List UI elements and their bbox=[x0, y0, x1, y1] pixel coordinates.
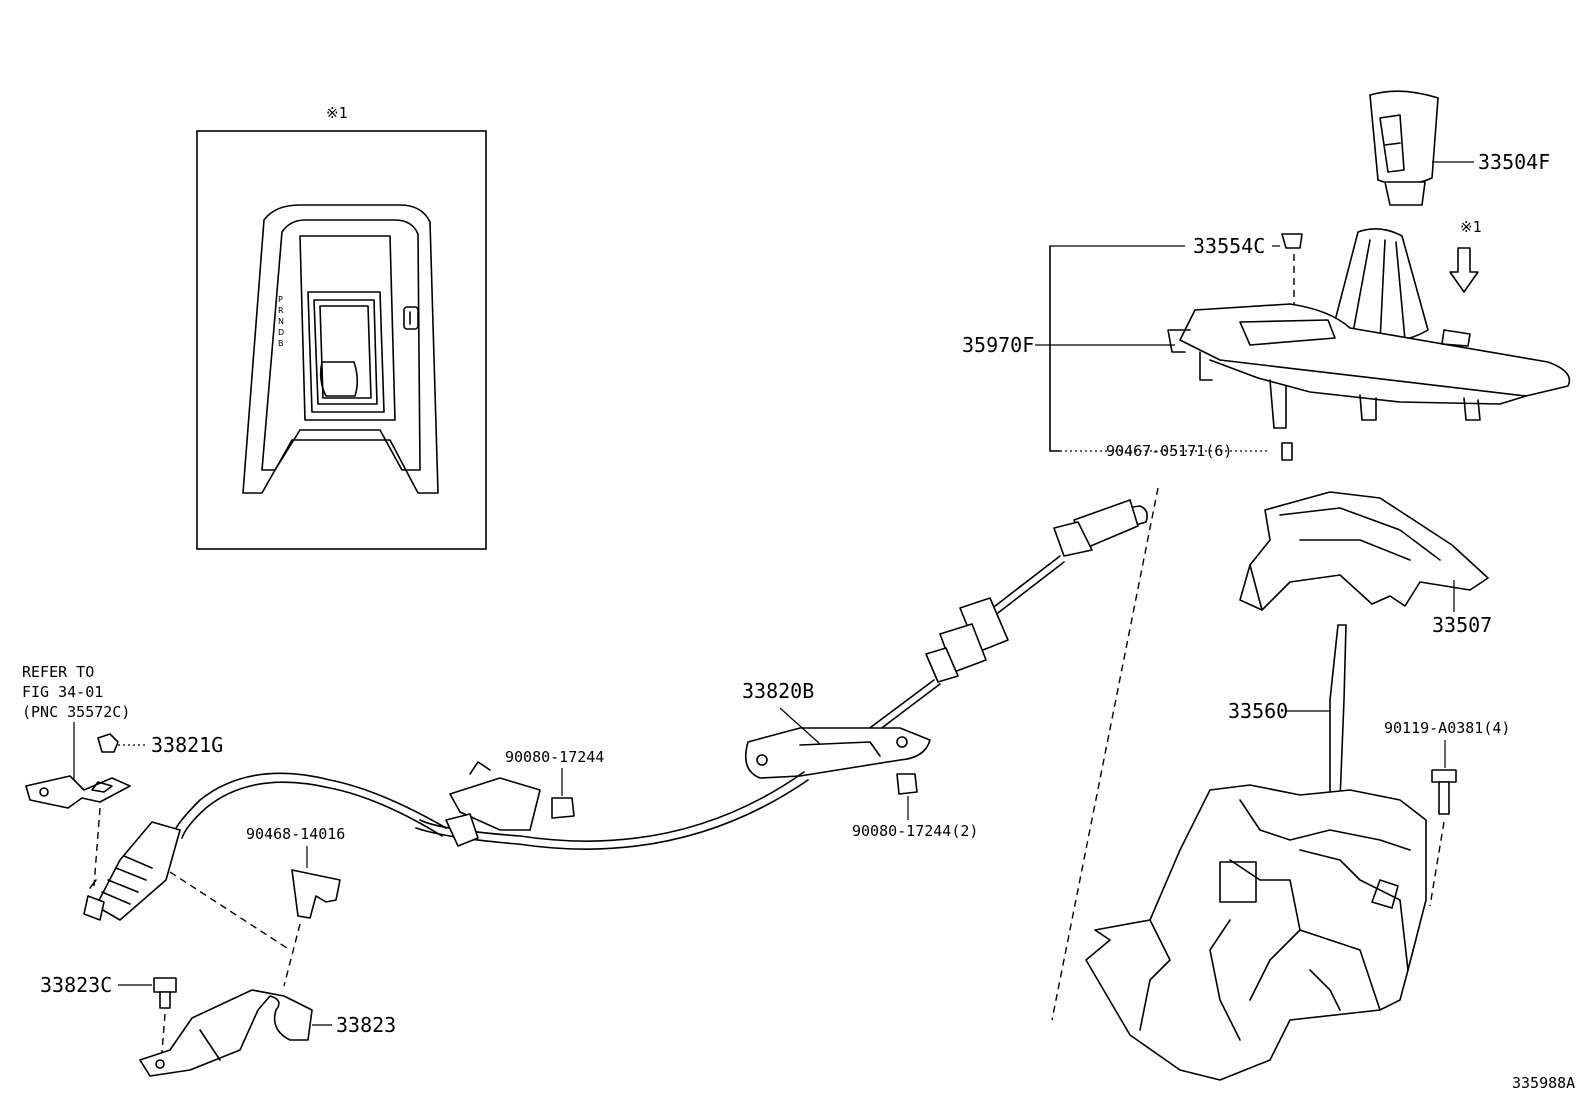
inset-view: ※1 P R N D B bbox=[196, 104, 487, 550]
refer-line-2: FIG 34-01 bbox=[22, 683, 103, 701]
label-33823C: 33823C bbox=[40, 973, 112, 997]
gear-letter-r: R bbox=[278, 306, 284, 315]
gear-letter-d: D bbox=[278, 328, 284, 337]
part-33504F: 33504F bbox=[1369, 90, 1550, 206]
part-35572C-bracket bbox=[25, 775, 131, 887]
boot-leader bbox=[169, 871, 291, 951]
shift-panel-illustration: P R N D B bbox=[242, 204, 439, 494]
part-33507: 33507 bbox=[1239, 491, 1492, 637]
label-90467-05171: 90467-05171(6) bbox=[1106, 442, 1232, 460]
label-33507: 33507 bbox=[1432, 613, 1492, 637]
refer-note: REFER TO FIG 34-01 (PNC 35572C) bbox=[22, 663, 130, 780]
refer-line-3: (PNC 35572C) bbox=[22, 703, 130, 721]
label-90119-A0381: 90119-A0381(4) bbox=[1384, 719, 1510, 737]
part-35970F: 33554C 35970F 90467-05171(6) bbox=[962, 228, 1571, 461]
inset-frame bbox=[196, 130, 487, 550]
diagram-id: 335988A bbox=[1512, 1074, 1575, 1092]
refer-line-1: REFER TO bbox=[22, 663, 94, 681]
part-33823C: 33823C bbox=[40, 973, 177, 1053]
part-33823: 33823 bbox=[139, 989, 396, 1077]
gear-letter-p: P bbox=[278, 295, 283, 304]
label-33504F: 33504F bbox=[1478, 150, 1550, 174]
part-33820B: 33820B bbox=[83, 499, 1148, 921]
label-35970F: 35970F bbox=[962, 333, 1034, 357]
part-90080-17244: 90080-17244 bbox=[505, 748, 604, 819]
part-33560: 33560 90119-A0381(4) bbox=[1085, 624, 1510, 1081]
label-90468-14016: 90468-14016 bbox=[246, 825, 345, 843]
label-33821G: 33821G bbox=[151, 733, 223, 757]
label-33554C: 33554C bbox=[1193, 234, 1265, 258]
gear-letter-b: B bbox=[278, 339, 284, 348]
view-arrow: ※1 bbox=[1449, 218, 1482, 293]
shifter-leader bbox=[1051, 487, 1159, 1021]
arrow-ref-mark: ※1 bbox=[1460, 218, 1482, 236]
inset-ref-mark: ※1 bbox=[326, 104, 348, 122]
label-90080-17244: 90080-17244 bbox=[505, 748, 604, 766]
part-33821G: 33821G bbox=[97, 733, 223, 757]
label-90080-17244-2: 90080-17244(2) bbox=[852, 822, 978, 840]
gear-letter-n: N bbox=[278, 317, 284, 326]
part-90080-17244-2: 90080-17244(2) bbox=[852, 773, 978, 840]
part-90468-14016: 90468-14016 bbox=[246, 825, 345, 987]
label-33820B: 33820B bbox=[742, 679, 814, 703]
label-33560: 33560 bbox=[1228, 699, 1288, 723]
label-33823: 33823 bbox=[336, 1013, 396, 1037]
